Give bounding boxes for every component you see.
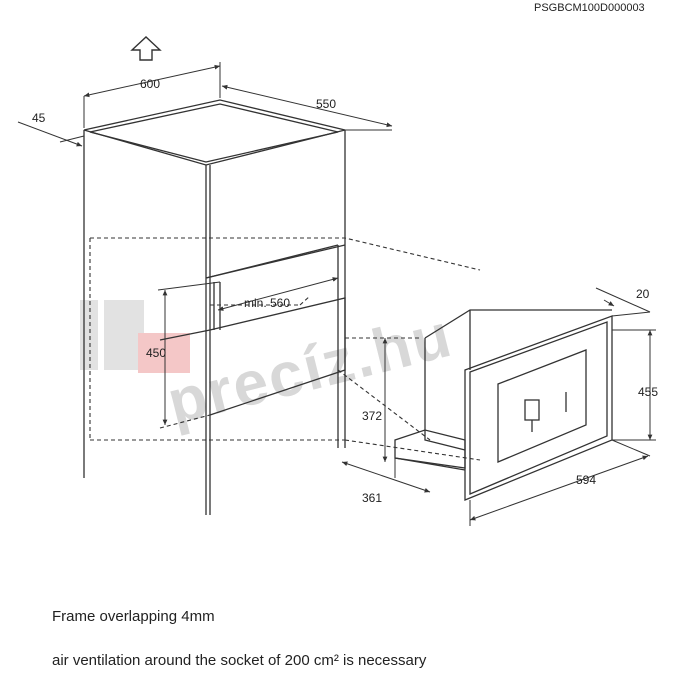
up-arrow-icon — [130, 36, 162, 61]
reference-code: PSGBCM100D000003 — [534, 2, 645, 14]
dim-600-label: 600 — [140, 77, 160, 91]
dim-450-label: 450 — [146, 346, 166, 360]
note-air-ventilation: air ventilation around the socket of 200… — [52, 652, 427, 669]
dim-min-560-label: min. 560 — [244, 296, 290, 310]
dim-20-label: 20 — [636, 287, 650, 301]
dim-594-label: 594 — [576, 473, 596, 487]
dim-550-label: 550 — [316, 97, 336, 111]
dimension-lines — [17, 62, 656, 526]
dim-45-label: 45 — [32, 111, 46, 125]
note-frame-overlap: Frame overlapping 4mm — [52, 608, 215, 625]
dim-455-label: 455 — [638, 385, 658, 399]
dim-372-label: 372 — [362, 409, 382, 423]
dim-361-label: 361 — [362, 491, 382, 505]
cabinet — [83, 99, 346, 515]
watermark: precíz.hu — [80, 300, 459, 438]
